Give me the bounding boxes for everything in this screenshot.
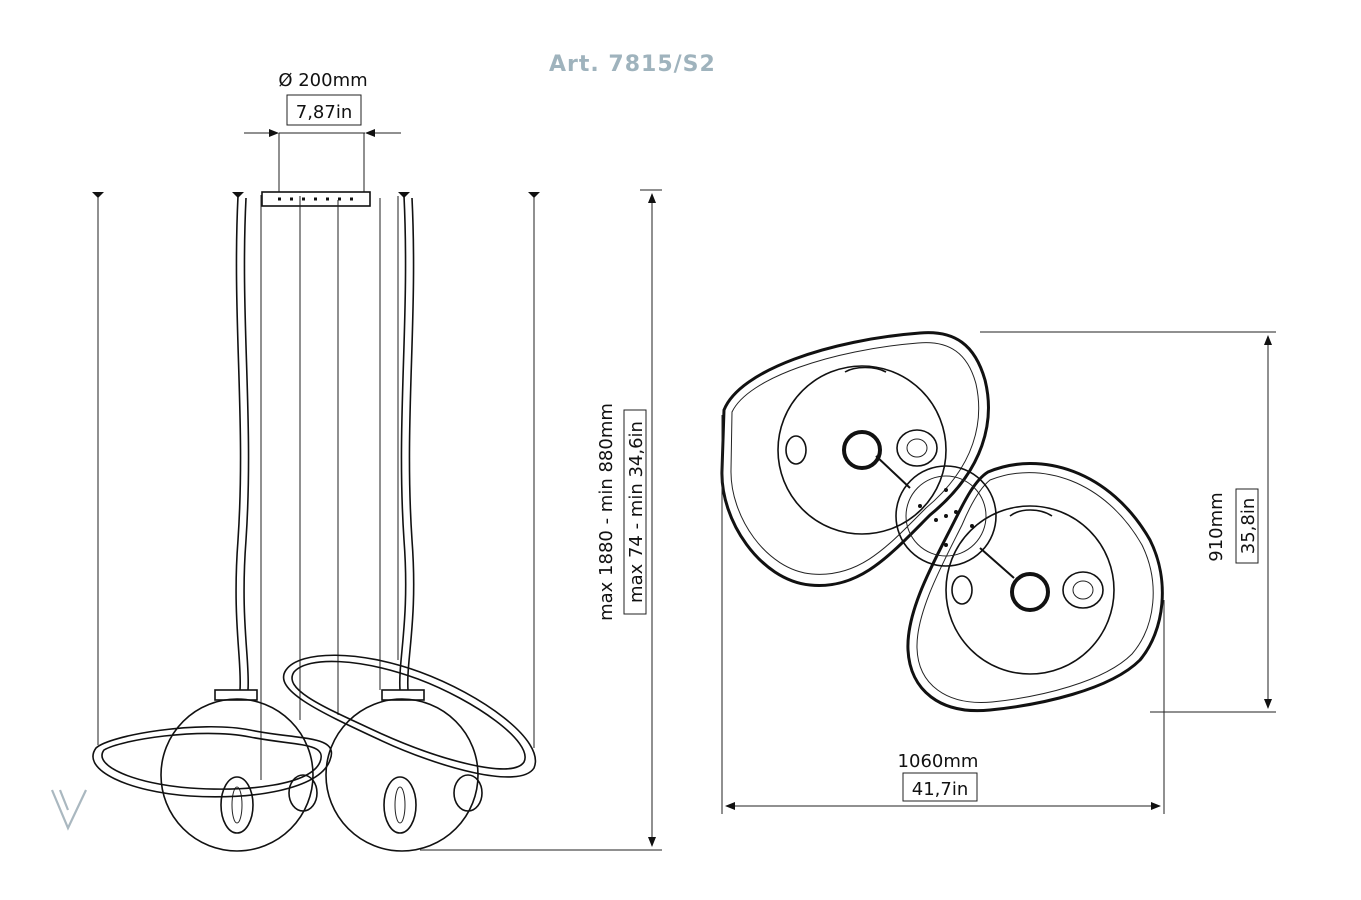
depth-in-box — [1235, 488, 1259, 564]
canopy-diameter-in: 7,87in — [296, 102, 353, 123]
height-in: max 74 - min 34,6in — [626, 421, 647, 603]
depth-in: 35,8in — [1238, 498, 1259, 555]
right-ring — [282, 654, 537, 778]
height-mm: max 1880 - min 880mm — [596, 403, 617, 621]
suspension-cables — [92, 192, 540, 780]
left-ring — [92, 725, 333, 798]
article-title: Art. 7815/S2 — [549, 52, 716, 77]
right-globe — [325, 689, 483, 852]
width-in: 41,7in — [912, 779, 969, 800]
side-view: Ø 200mm 7,87in — [92, 70, 662, 852]
top-view: 910mm 35,8in 1060mm 41,7in — [720, 331, 1276, 814]
height-in-box — [623, 409, 647, 615]
canopy-diameter-mm: Ø 200mm — [278, 70, 367, 91]
upper-shade — [720, 331, 990, 587]
canopy — [261, 191, 371, 207]
width-in-box — [902, 772, 978, 802]
width-mm: 1060mm — [898, 751, 979, 772]
depth-mm: 910mm — [1206, 492, 1227, 561]
left-globe — [160, 689, 318, 852]
canopy-diameter-in-box — [286, 94, 362, 126]
brand-logo-icon — [50, 789, 87, 831]
top-canopy — [875, 455, 1015, 579]
lower-shade — [906, 462, 1164, 713]
